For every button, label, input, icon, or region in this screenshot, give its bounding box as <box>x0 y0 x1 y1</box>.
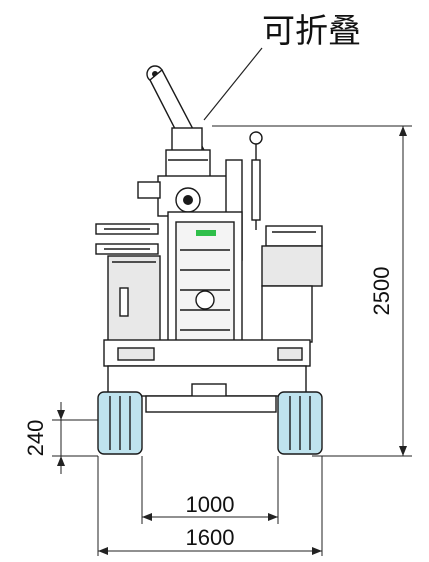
lifting-hook <box>249 131 263 230</box>
dimension-overall-width: 1600 <box>97 456 323 556</box>
green-indicator <box>196 230 216 236</box>
chassis <box>103 339 311 413</box>
overall-height-value: 2500 <box>369 267 394 316</box>
boom-arm <box>146 65 211 181</box>
dimension-overall-height: 2500 <box>212 125 412 457</box>
track-height-value: 240 <box>23 420 48 457</box>
dimension-track-height: 240 <box>23 402 98 474</box>
foldable-leader-line <box>203 47 263 121</box>
left-cabinet <box>107 255 161 343</box>
right-track <box>277 391 323 455</box>
right-motor-unit <box>261 225 323 343</box>
machine-body <box>95 65 323 455</box>
overall-width-value: 1600 <box>186 525 235 550</box>
left-track <box>97 391 143 455</box>
track-inner-width-value: 1000 <box>186 492 235 517</box>
foldable-label: 可折叠 <box>262 12 361 49</box>
left-cylinders <box>95 223 159 255</box>
central-mast <box>167 211 243 353</box>
dimension-track-inner-width: 1000 <box>141 456 279 524</box>
